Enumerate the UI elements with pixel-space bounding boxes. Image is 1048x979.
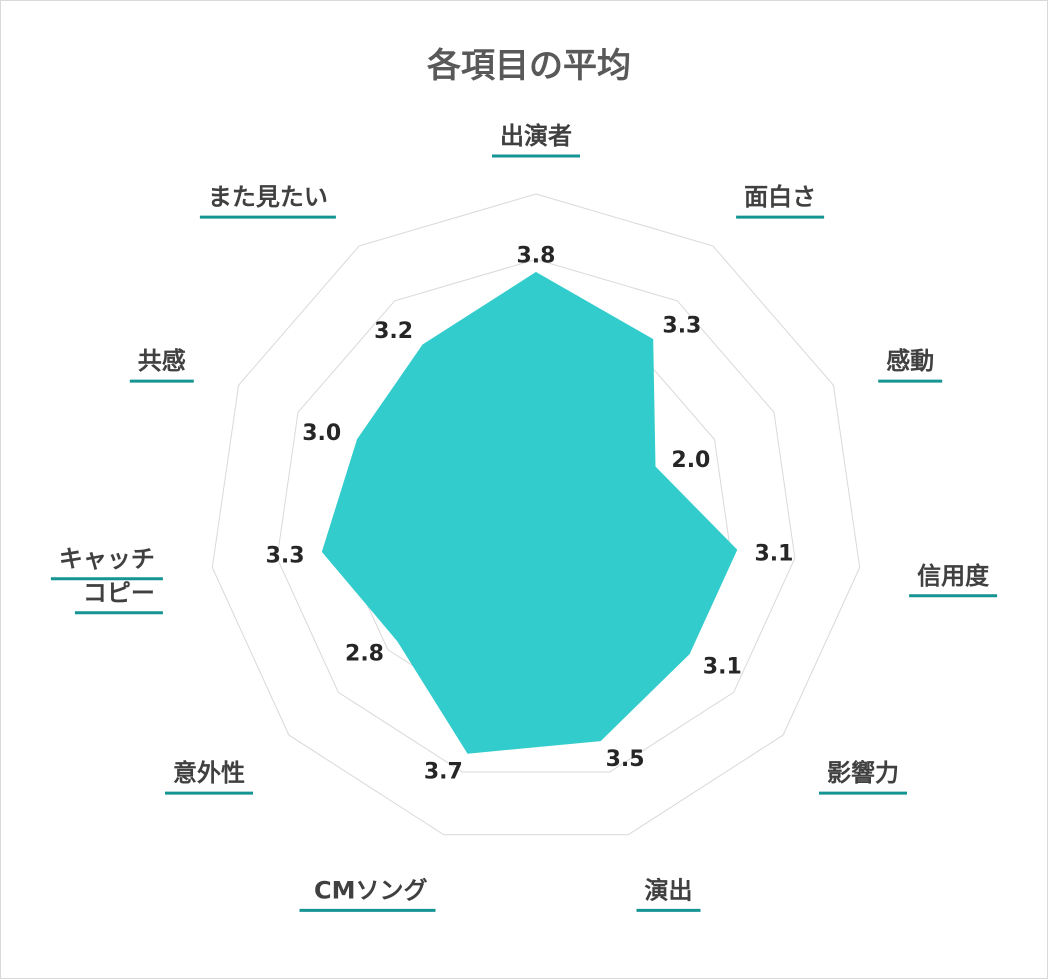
radar-series xyxy=(321,271,738,754)
value-label: 3.0 xyxy=(302,421,341,446)
category-label: 影響力 xyxy=(827,759,899,787)
value-label: 3.5 xyxy=(606,747,645,772)
value-label: 3.2 xyxy=(374,319,413,344)
category-label: 感動 xyxy=(886,347,934,375)
value-label: 3.1 xyxy=(755,541,794,566)
series-area xyxy=(321,271,738,754)
category-label: 面白さ xyxy=(744,183,816,211)
category-label: 意外性 xyxy=(173,759,245,787)
value-label: 3.1 xyxy=(703,655,742,680)
gridline-ring xyxy=(211,193,861,836)
value-label: 2.0 xyxy=(671,448,710,473)
category-label: また見たい xyxy=(208,183,328,211)
chart-title: 各項目の平均 xyxy=(427,46,631,86)
value-labels: 3.8 3.3 2.0 3.1 3.1 3.5 3.7 2.8 3.3 3.0 3.2 xyxy=(266,244,794,785)
category-label: キャッチ xyxy=(59,545,155,573)
value-label: 3.3 xyxy=(266,543,305,568)
gridline-ring xyxy=(276,258,796,773)
category-label: コピー xyxy=(83,579,155,607)
category-label: 演出 xyxy=(645,876,693,904)
category-label: 共感 xyxy=(138,347,186,375)
value-label: 3.3 xyxy=(662,313,701,338)
category-label: CMソング xyxy=(314,876,428,904)
category-label: 出演者 xyxy=(500,122,572,150)
value-label: 2.8 xyxy=(345,642,384,667)
category-label: 信用度 xyxy=(917,562,990,590)
value-label: 3.8 xyxy=(517,244,556,269)
value-label: 3.7 xyxy=(424,759,463,784)
